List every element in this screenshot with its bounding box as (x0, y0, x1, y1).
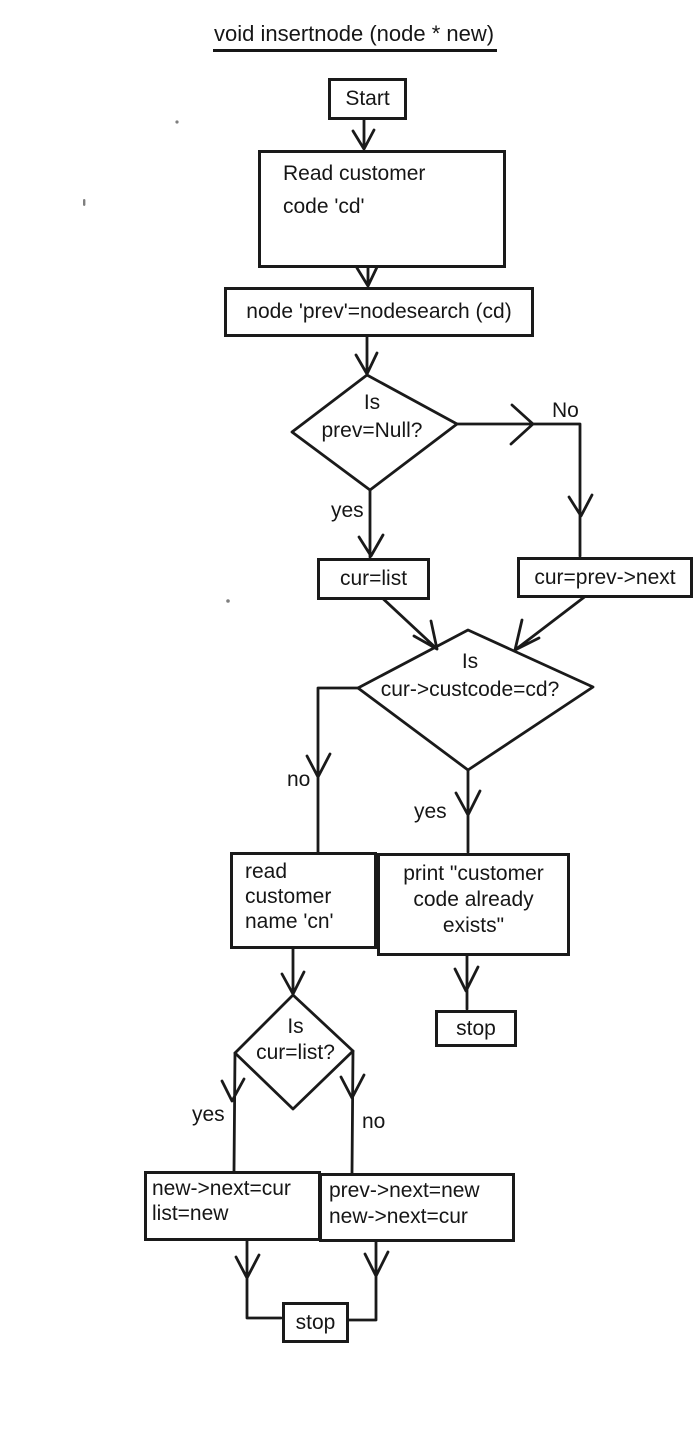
node-insert-after-prev: prev->next=new new->next=cur (319, 1173, 515, 1242)
node-read-customer-code: Read customer code 'cd' (258, 150, 506, 268)
node-stop-right: stop (435, 1010, 517, 1047)
node-read-customer-name-label: read customer name 'cn' (245, 860, 334, 933)
node-start-label: Start (345, 87, 390, 110)
node-cur-list-label: cur=list (339, 567, 408, 590)
node-insert-at-head: new->next=cur list=new (144, 1171, 321, 1241)
page-title: void insertnode (node * new) (213, 21, 498, 52)
node-cur-list: cur=list (317, 558, 430, 600)
node-read-customer-name: read customer name 'cn' (230, 852, 377, 949)
edge-decision3-yes (220, 1051, 246, 1173)
scan-artifacts (83, 120, 230, 603)
node-nodesearch-label: node 'prev'=nodesearch (cd) (246, 300, 512, 323)
edge-curlist-to-decision2 (376, 592, 439, 651)
edge-label-custcode-yes: yes (414, 800, 447, 823)
decision-is-custcode-label: Is cur->custcode=cd? (380, 650, 560, 701)
decision-is-cur-list-label: Is cur=list? (256, 1015, 335, 1064)
node-nodesearch: node 'prev'=nodesearch (cd) (224, 287, 534, 337)
edge-label-cur-list-no: no (362, 1110, 386, 1133)
node-insert-after-prev-label: prev->next=new new->next=cur (329, 1179, 480, 1228)
edge-inserthead-to-stop (234, 1231, 283, 1320)
edge-label-prev-null-no: No (552, 399, 579, 422)
edge-nodesearch-to-decision1 (354, 328, 379, 376)
node-print-exists: print "customer code already exists" (377, 853, 570, 956)
edge-decision3-no (339, 1049, 366, 1175)
node-stop-right-label: stop (456, 1016, 496, 1040)
decision-is-prev-null-label: Is prev=Null? (321, 391, 423, 442)
node-cur-prev-next: cur=prev->next (517, 557, 693, 598)
edge-decision2-yes (454, 768, 482, 854)
edge-decision1-yes (357, 488, 385, 559)
edge-decision2-no (305, 686, 360, 854)
edge-insertmid-to-stop (341, 1231, 390, 1322)
node-cur-prev-next-label: cur=prev->next (534, 565, 676, 589)
edge-label-prev-null-yes: yes (331, 499, 364, 522)
node-stop-bottom: stop (282, 1302, 349, 1343)
page-title-text: void insertnode (node * new) (213, 21, 498, 52)
node-read-customer-code-label: Read customer code 'cd' (283, 162, 426, 218)
edge-label-custcode-no: no (287, 768, 311, 791)
edge-label-cur-list-yes: yes (192, 1103, 225, 1126)
node-start: Start (328, 78, 407, 120)
node-stop-bottom-label: stop (295, 1310, 336, 1334)
node-insert-at-head-label: new->next=cur list=new (152, 1177, 291, 1225)
decision-is-cur-list-shape (233, 993, 355, 1111)
edge-decision1-no (455, 403, 594, 558)
node-print-exists-label: print "customer code already exists" (403, 862, 544, 937)
edge-curprevnext-to-decision2 (513, 593, 589, 652)
